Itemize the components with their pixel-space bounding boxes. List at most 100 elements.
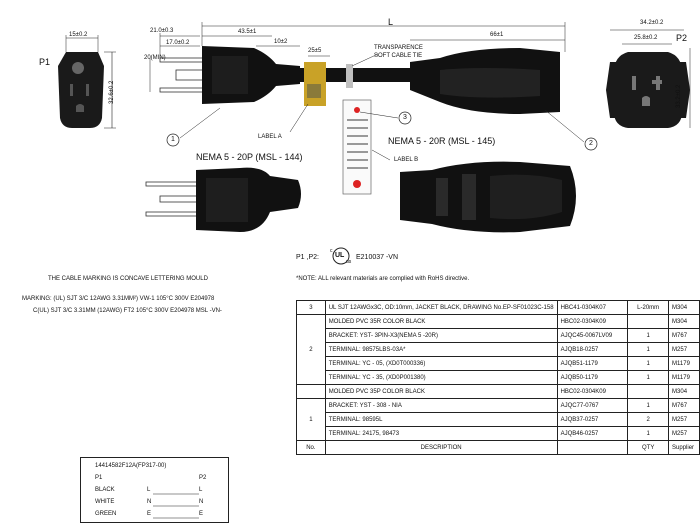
bom-desc: TERMINAL: 24175, 98473 <box>324 426 558 441</box>
bom-sup: M767 <box>668 328 700 343</box>
p2-end-view <box>606 52 690 128</box>
bom-qty: 1 <box>627 342 670 357</box>
bom-part: AJQB50-1179 <box>556 370 629 385</box>
bom-table: 3 UL SJT 12AWGx3C, OD:10mm, JACKET BLACK… <box>296 300 700 455</box>
bom-desc: TERMINAL: 98595L <box>324 412 558 427</box>
bom-part: HBC02-0304K09 <box>556 314 629 329</box>
table-header-row: No. DESCRIPTION QTY Supplier <box>296 440 700 455</box>
bom-no: 3 <box>296 300 326 315</box>
p1-width-dim: 15±0.2 <box>69 32 88 38</box>
table-row: BRACKET: YST- 3PIN-X3(NEMA 5 -20R) AJQC4… <box>297 328 700 343</box>
bom-qty: L-20mm <box>627 300 670 315</box>
wiring-box: 14414582F12A(FP317-00) P1 P2 BLACK L L W… <box>80 457 229 523</box>
bom-part: HBC02-0304K09 <box>556 384 629 399</box>
wiring-p1-black: L <box>147 487 151 493</box>
dim-20min: 20(MIN) <box>144 55 166 61</box>
bom-sup: M1179 <box>668 356 700 371</box>
table-row: TERMINAL: YC - 35, (XD0P001380) AJQB50-1… <box>297 370 700 385</box>
bom-header-qty: QTY <box>627 440 670 455</box>
bom-desc: MOLDED PVC 35R COLOR BLACK <box>324 314 558 329</box>
marking-title: THE CABLE MARKING IS CONCAVE LETTERING M… <box>48 276 208 282</box>
wiring-p2-white: N <box>199 499 204 505</box>
dim-43: 43.5±1 <box>238 29 257 35</box>
bom-part: HBC41-0304K07 <box>556 300 629 315</box>
bom-header-no: No. <box>296 440 326 455</box>
bom-desc: TERMINAL: YC - 05, (XD0T000336) <box>324 356 558 371</box>
dim-25: 25±5 <box>308 48 322 54</box>
callout-3: 3 <box>403 114 407 121</box>
table-row: MOLDED PVC 35P COLOR BLACK HBC02-0304K09… <box>296 384 700 399</box>
bom-part: AJQB46-0257 <box>556 426 629 441</box>
dim-l: L <box>388 17 394 27</box>
bom-desc: UL SJT 12AWGx3C, OD:10mm, JACKET BLACK, … <box>324 300 558 315</box>
bom-no <box>296 384 326 399</box>
bom-qty: 1 <box>627 398 670 413</box>
bom-sup: M304 <box>668 314 700 329</box>
dim-17: 17.0±0.2 <box>166 40 190 46</box>
bom-part: AJQB18-0257 <box>556 342 629 357</box>
table-row: TERMINAL: 98575LBS-03A* AJQB18-0257 1 M2… <box>297 342 700 357</box>
bom-header-part <box>556 440 629 455</box>
bom-sup: M304 <box>668 384 700 399</box>
soft-cable-tie-label: SOFT CABLE TIE <box>374 53 423 59</box>
p2-height-dim: 33.2±0.2 <box>676 84 682 108</box>
bom-qty <box>627 314 670 329</box>
wiring-color-white: WHITE <box>95 499 115 505</box>
table-row: 2 MOLDED PVC 35R COLOR BLACK HBC02-0304K… <box>296 314 700 385</box>
bom-qty: 2 <box>627 412 670 427</box>
wiring-p2-black: L <box>199 487 203 493</box>
table-row: TERMINAL: 98595L AJQB37-0257 2 M257 <box>297 412 700 427</box>
file-number: E210037 -VN <box>356 254 399 261</box>
p1-end-view <box>58 35 116 129</box>
bom-header-supplier: Supplier <box>668 440 700 455</box>
bom-no: 1 <box>296 398 326 441</box>
bom-desc: TERMINAL: 98575LBS-03A* <box>324 342 558 357</box>
bom-header-description: DESCRIPTION <box>324 440 558 455</box>
table-row: 1 BRACKET: YST - 308 - NIA AJQC77-0767 1… <box>296 398 700 441</box>
rohs-note: *NOTE: ALL relevant materials are compli… <box>296 276 470 282</box>
bom-sup: M257 <box>668 412 700 427</box>
dim-10: 10±2 <box>274 39 288 45</box>
bom-qty: 1 <box>627 328 670 343</box>
bom-part: AJQC45-0067LV09 <box>556 328 629 343</box>
dim-66: 66±1 <box>490 32 504 38</box>
transparence-label: TRANSPARENCE <box>374 45 423 51</box>
bom-part: AJQB51-1179 <box>556 356 629 371</box>
bom-sup: M1179 <box>668 370 700 385</box>
wiring-lines <box>153 493 199 519</box>
p2-inner-width-dim: 25.8±0.2 <box>634 35 658 41</box>
ul-mark <box>332 247 350 265</box>
approval-label: P1 ,P2: <box>296 254 319 261</box>
nema-5-20p-label: NEMA 5 - 20P (MSL - 144) <box>196 152 303 162</box>
wiring-p1-header: P1 <box>95 475 103 481</box>
table-row: 3 UL SJT 12AWGx3C, OD:10mm, JACKET BLACK… <box>296 300 700 315</box>
label-b: LABEL B <box>394 157 419 163</box>
p2-label: P2 <box>676 33 688 43</box>
p1-label: P1 <box>39 57 51 67</box>
us-mark: us <box>346 259 352 265</box>
ul-text: UL <box>335 252 345 259</box>
bom-part: AJQC77-0767 <box>556 398 629 413</box>
nema-5-20r-side-view <box>400 161 576 233</box>
dim-21: 21.0±0.3 <box>150 28 174 34</box>
assembly-top-view <box>159 46 598 195</box>
table-row: TERMINAL: YC - 05, (XD0T000336) AJQB51-1… <box>297 356 700 371</box>
bom-desc: TERMINAL: YC - 35, (XD0P001380) <box>324 370 558 385</box>
marking-line-2: C(UL) SJT 3/C 3.31MM (12AWG) FT2 105°C 3… <box>33 308 222 314</box>
bom-qty: 1 <box>627 370 670 385</box>
dimension-lines <box>149 22 691 128</box>
callout-2: 2 <box>589 140 593 147</box>
nema-5-20r-label: NEMA 5 - 20R (MSL - 145) <box>388 136 496 146</box>
bom-sup: M304 <box>668 300 700 315</box>
p2-width-dim: 34.2±0.2 <box>640 20 664 26</box>
bom-no: 2 <box>296 314 326 385</box>
callout-1: 1 <box>171 136 175 143</box>
bom-desc: BRACKET: YST- 3PIN-X3(NEMA 5 -20R) <box>324 328 558 343</box>
bom-qty: 1 <box>627 356 670 371</box>
wiring-p1-green: E <box>147 511 152 517</box>
bom-sup: M257 <box>668 342 700 357</box>
bom-desc: BRACKET: YST - 308 - NIA <box>324 398 558 413</box>
wiring-p1-white: N <box>147 499 152 505</box>
wiring-title: 14414582F12A(FP317-00) <box>95 463 167 469</box>
label-a: LABEL A <box>258 134 282 140</box>
